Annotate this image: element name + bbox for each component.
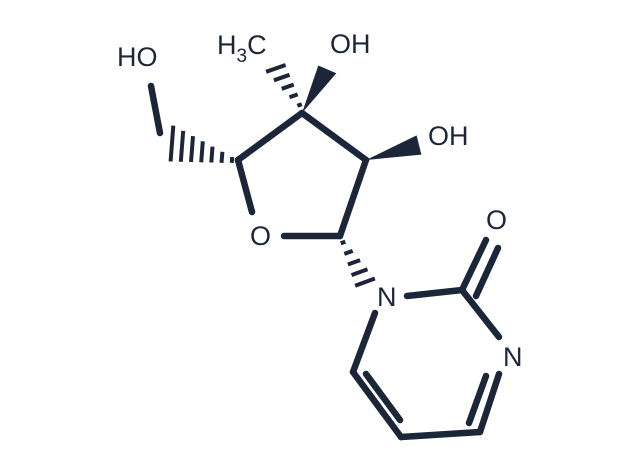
bond-c5-c6 bbox=[349, 368, 405, 441]
bond-n1-c2 bbox=[403, 286, 466, 300]
hashed-bond-c1-n1 bbox=[340, 239, 376, 288]
bond-c1-c2 bbox=[336, 156, 370, 240]
label-c2-oh: OH bbox=[428, 121, 469, 151]
bond-c2-c3 bbox=[298, 109, 370, 164]
label-methyl-c: C bbox=[247, 30, 267, 60]
bond-c2-o-a bbox=[458, 236, 490, 294]
bond-c4-ring-o bbox=[234, 156, 256, 216]
wedge-bond-c3-oh bbox=[302, 65, 337, 113]
label-hydroxymethyl-oh: HO bbox=[117, 42, 158, 72]
label-methyl-h: H bbox=[217, 30, 237, 60]
bond-n3-c4-inner bbox=[465, 372, 490, 427]
bond-c2-n3 bbox=[458, 286, 503, 341]
bond-c3-c4 bbox=[234, 109, 306, 164]
label-ring-oxygen: O bbox=[250, 221, 271, 251]
label-n3: N bbox=[503, 342, 523, 372]
label-methyl-subscript: 3 bbox=[237, 46, 248, 67]
bond-c4-c5 bbox=[397, 428, 484, 441]
bond-c2-o-b bbox=[472, 244, 502, 300]
hashed-bond-c4-c5 bbox=[168, 125, 235, 164]
bond-c5-c6-inner bbox=[362, 370, 404, 424]
bond-c5-oh bbox=[147, 82, 164, 137]
label-n1: N bbox=[377, 282, 397, 312]
label-methyl: H3C bbox=[217, 30, 267, 67]
bond-n3-c4 bbox=[476, 370, 503, 436]
hashed-bond-c3-methyl bbox=[265, 63, 303, 108]
label-carbonyl-oxygen: O bbox=[486, 205, 507, 235]
wedge-bond-c2-oh bbox=[366, 135, 422, 160]
label-c3-oh: OH bbox=[330, 29, 371, 59]
bond-c6-n1 bbox=[349, 309, 379, 376]
